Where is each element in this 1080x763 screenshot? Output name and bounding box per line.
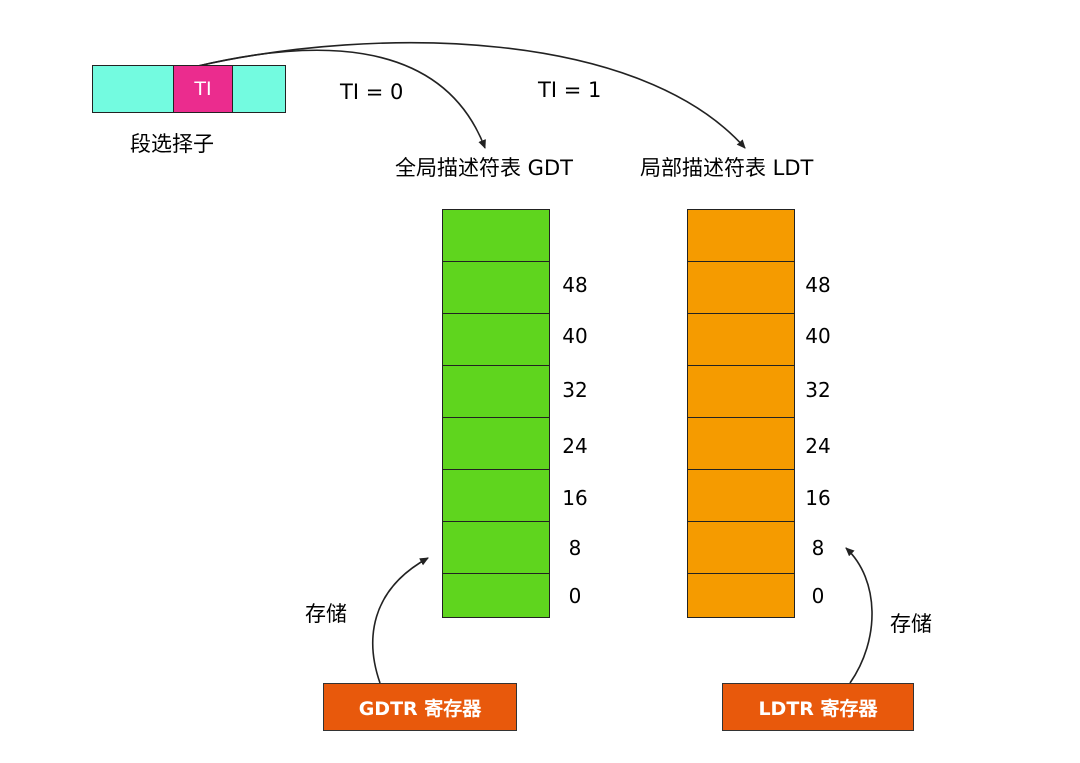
- ldt-entry: [688, 522, 794, 574]
- segment-selector: TI: [92, 65, 286, 113]
- arrow-ldtr-to-ldt: [845, 547, 873, 684]
- gdt-table: [442, 209, 550, 618]
- gdt-title: 全局描述符表 GDT: [395, 156, 573, 180]
- ldt-entry: [688, 470, 794, 522]
- ldt-entry: [688, 262, 794, 314]
- gdt-offset-label: 48: [562, 273, 588, 297]
- arrow-ti1-to-ldt: [197, 41, 746, 149]
- ldt-offset-label: 48: [805, 273, 831, 297]
- selector-caption: 段选择子: [130, 132, 214, 156]
- gdt-offset-label: 16: [562, 486, 588, 510]
- ldt-entry: [688, 574, 794, 617]
- ldt-entry: [688, 366, 794, 418]
- gdt-offset-label: 8: [568, 536, 582, 560]
- ldt-offset-label: 40: [805, 324, 831, 348]
- gdt-entry: [443, 418, 549, 470]
- gdt-store-label: 存储: [305, 602, 347, 626]
- gdt-entry: [443, 522, 549, 574]
- gdt-entry: [443, 574, 549, 617]
- ldt-entry: [688, 418, 794, 470]
- ldt-offset-label: 16: [805, 486, 831, 510]
- gdtr-register: GDTR 寄存器: [323, 683, 517, 731]
- selector-ti-field: TI: [174, 66, 233, 112]
- ldt-title: 局部描述符表 LDT: [640, 156, 814, 180]
- ldt-offset-label: 8: [811, 536, 825, 560]
- ldt-store-label: 存储: [890, 612, 932, 636]
- arrow-gdtr-to-gdt: [371, 557, 429, 684]
- gdt-offset-label: 24: [562, 434, 588, 458]
- gdt-entry: [443, 262, 549, 314]
- gdt-offset-label: 32: [562, 378, 588, 402]
- ldt-table: [687, 209, 795, 618]
- gdt-entry: [443, 366, 549, 418]
- gdtr-register-label: GDTR 寄存器: [358, 697, 482, 720]
- selector-rpl-field: [233, 66, 285, 112]
- ti1-label: TI = 1: [538, 78, 602, 102]
- gdt-entry: [443, 210, 549, 262]
- ldt-offset-label: 0: [811, 584, 825, 608]
- gdt-offset-label: 0: [568, 584, 582, 608]
- ldt-entry: [688, 314, 794, 366]
- gdt-entry: [443, 314, 549, 366]
- ti0-label: TI = 0: [340, 80, 404, 104]
- ldtr-register-label: LDTR 寄存器: [758, 697, 878, 720]
- ldtr-register: LDTR 寄存器: [722, 683, 914, 731]
- ldt-offset-label: 24: [805, 434, 831, 458]
- ldt-entry: [688, 210, 794, 262]
- selector-index-field: [93, 66, 174, 112]
- ldt-offset-label: 32: [805, 378, 831, 402]
- gdt-offset-label: 40: [562, 324, 588, 348]
- gdt-entry: [443, 470, 549, 522]
- ti-label: TI: [194, 78, 212, 100]
